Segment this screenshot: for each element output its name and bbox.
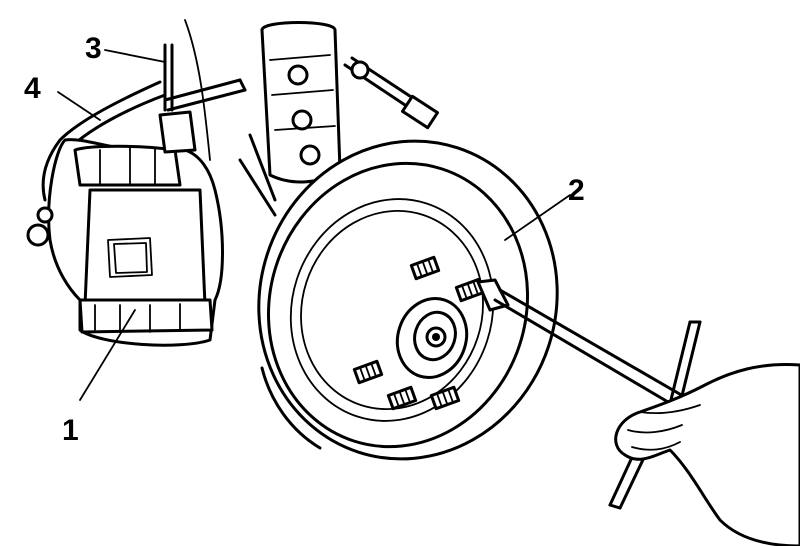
hex-wrench-top [163,43,247,112]
callout-3: 3 [85,32,102,65]
brake-caliper [26,110,224,347]
leader-3 [104,49,166,63]
brake-disc [257,139,559,461]
callout-2: 2 [568,174,585,207]
hand [614,362,800,546]
hub [395,297,469,379]
tie-rod [343,56,439,130]
callout-1: 1 [62,414,79,447]
leader-4 [57,91,101,121]
leader-2 [504,194,571,241]
strut-knuckle [184,19,342,217]
wheel-studs [352,255,486,411]
leader-1 [79,309,136,401]
callout-4: 4 [24,72,41,105]
leader-lines [57,49,571,401]
